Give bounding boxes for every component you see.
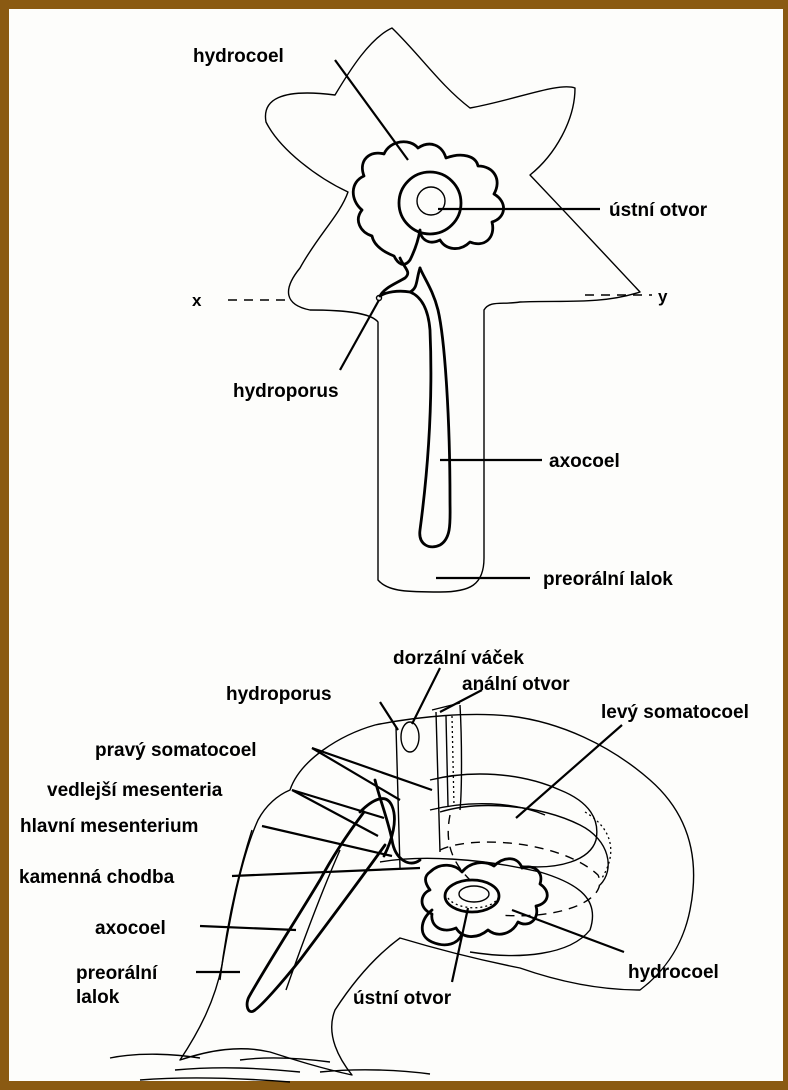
leader-hydroporus-top <box>340 300 379 370</box>
label-left-somatocoel: levý somatocoel <box>601 702 749 723</box>
side-body-outline <box>180 714 694 1075</box>
side-left-somatocoel-stipple <box>585 812 611 878</box>
label-dorsal-sac: dorzální váček <box>393 648 524 669</box>
side-anal-stipple <box>452 716 454 806</box>
top-axocoel <box>410 268 450 547</box>
label-axis-x: x <box>192 291 202 310</box>
side-larva-figure <box>110 668 694 1082</box>
top-larva-figure <box>228 28 652 592</box>
label-preoral-side-2: lalok <box>76 987 120 1008</box>
top-body-outline <box>265 28 640 592</box>
top-mouth-outer <box>399 172 461 234</box>
leader-mouth-side <box>452 908 468 982</box>
leader-axocoel-side <box>200 926 296 930</box>
side-dashed-ring <box>440 842 600 916</box>
label-stone-canal: kamenná chodba <box>19 867 175 888</box>
leader-hydrocoel-top <box>335 60 408 160</box>
label-axis-y: y <box>658 287 668 306</box>
side-dorsal-sac <box>401 722 419 752</box>
label-mouth-side: ústní otvor <box>353 988 452 1009</box>
label-hydroporus-top: hydroporus <box>233 381 339 402</box>
label-axocoel-side: axocoel <box>95 918 166 939</box>
label-main-mesentery: hlavní mesenterium <box>20 816 198 837</box>
label-right-somatocoel: pravý somatocoel <box>95 740 257 761</box>
leader-left-somatocoel <box>516 725 622 818</box>
label-secondary-mesenteries: vedlejší mesenteria <box>47 780 223 801</box>
label-preoral-top: preorální lalok <box>543 569 673 590</box>
label-hydrocoel-side: hydrocoel <box>628 962 719 983</box>
top-hydrocoel-ring <box>353 142 503 265</box>
side-hydrocoel-ring <box>422 859 547 937</box>
leader-main-mesentery <box>262 826 392 856</box>
side-preoral-arm <box>220 830 340 990</box>
label-anus: anální otvor <box>462 674 570 695</box>
label-mouth-top: ústní otvor <box>609 200 708 221</box>
side-axocoel <box>247 812 385 1012</box>
side-water-lines <box>110 1054 430 1082</box>
top-mouth-inner <box>417 187 445 215</box>
label-hydroporus-side: hydroporus <box>226 684 332 705</box>
label-axocoel-top: axocoel <box>549 451 620 472</box>
side-dorsal-tube <box>396 705 462 868</box>
label-hydrocoel-top: hydrocoel <box>193 46 284 67</box>
side-right-somatocoel <box>430 774 597 867</box>
leader-hydroporus-side <box>380 702 398 730</box>
side-mouth-inner <box>459 886 489 902</box>
label-preoral-side-1: preorální <box>76 963 158 984</box>
